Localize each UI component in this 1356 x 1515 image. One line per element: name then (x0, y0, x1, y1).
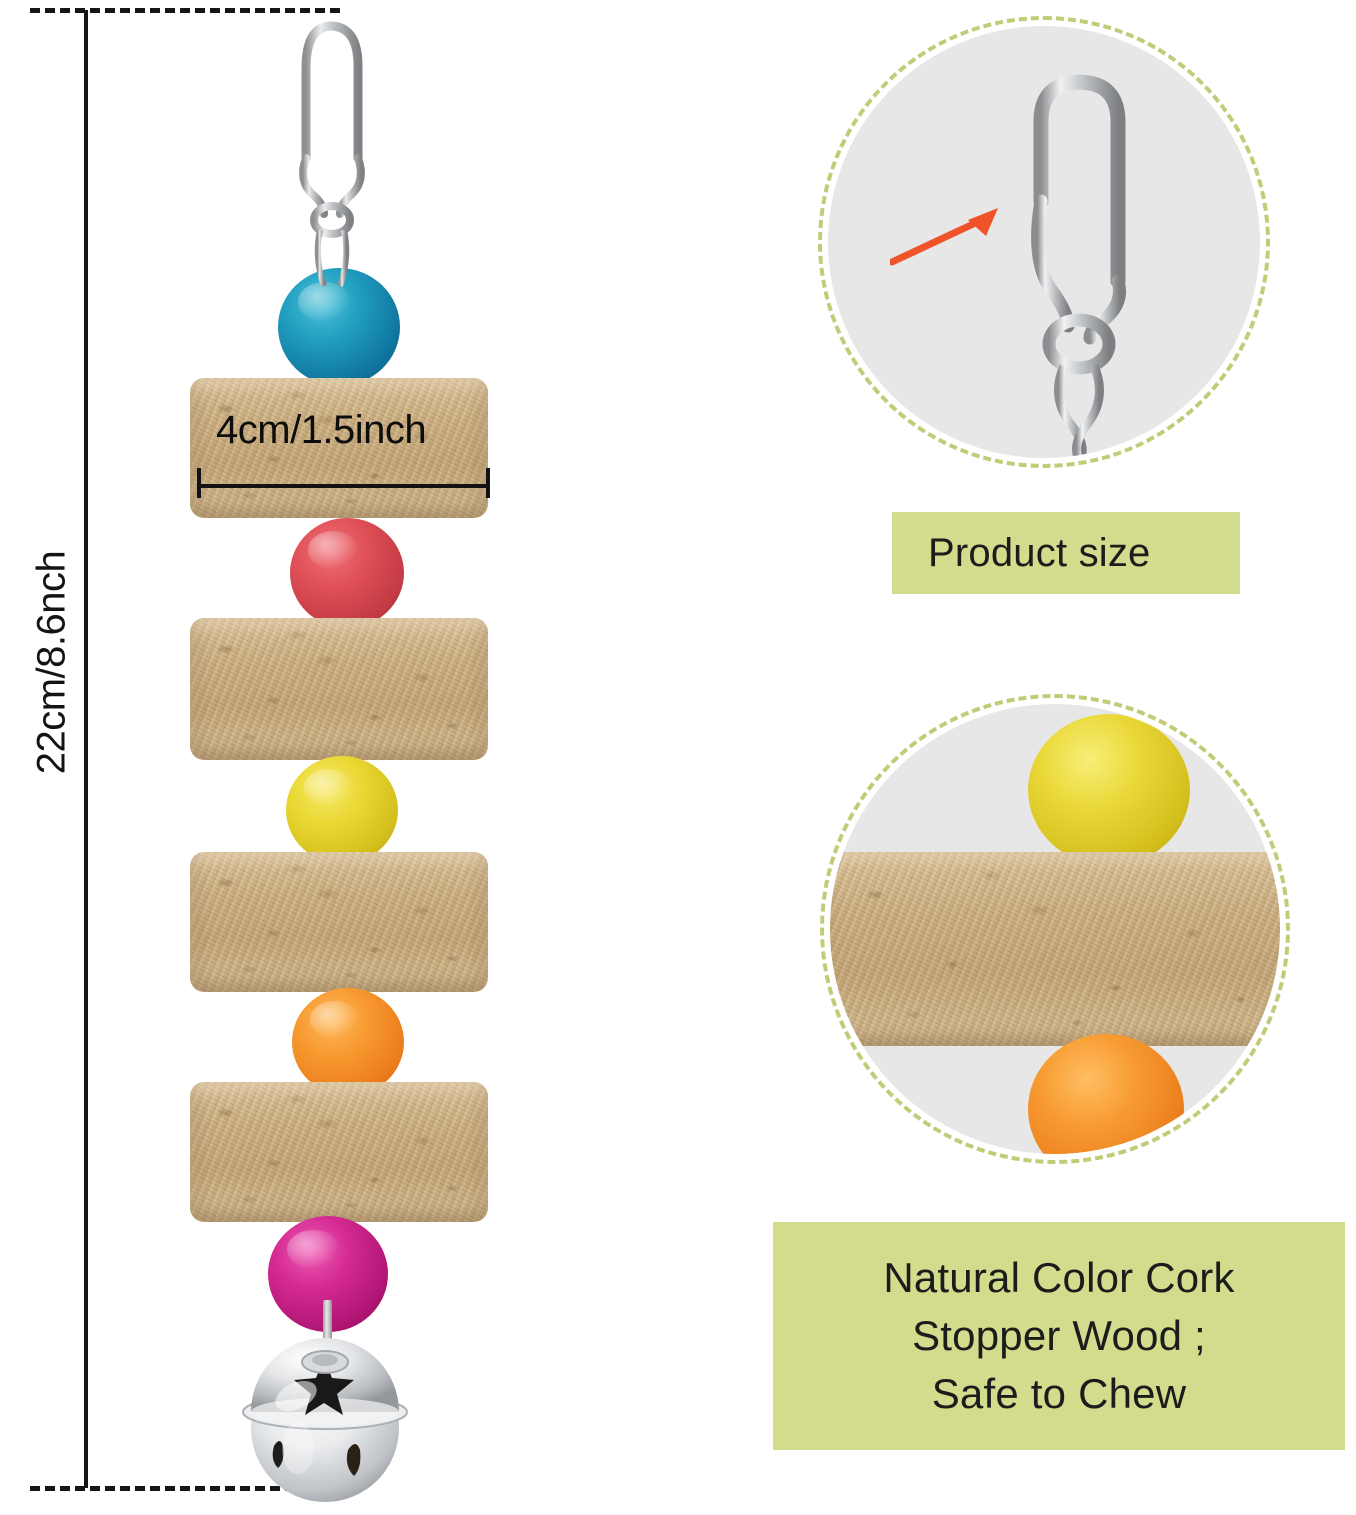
bead-yellow (286, 756, 398, 864)
cork-block-1 (190, 378, 488, 518)
height-dimension-line (84, 10, 88, 1488)
feature-line-3: Safe to Chew (931, 1369, 1187, 1417)
closeup-cork-block (830, 852, 1280, 1046)
cork-block-2 (190, 618, 488, 760)
product-size-caption-box: Product size (892, 512, 1240, 594)
cork-block-3 (190, 852, 488, 992)
closeup-bead-yellow (1028, 714, 1190, 866)
feature-line-2: Stopper Wood ; (912, 1312, 1206, 1360)
bead-orange (292, 988, 404, 1096)
width-dimension-cap-left (197, 468, 201, 498)
width-dimension-label: 4cm/1.5inch (216, 408, 427, 452)
height-dimension-top-tick (30, 8, 340, 13)
width-dimension-line (197, 484, 490, 488)
detail-panel: Product size Natural Color Cork Stopper … (760, 0, 1356, 1500)
hook-closeup-background (828, 26, 1260, 458)
product-size-panel: 22cm/8.6nch (29, 0, 570, 1502)
cork-block-4 (190, 1082, 488, 1222)
height-dimension-label: 22cm/8.6nch (29, 550, 74, 775)
bead-blue (278, 268, 400, 386)
jingle-bell-icon (212, 1300, 438, 1515)
cork-closeup-background (830, 704, 1280, 1154)
width-dimension-cap-right (486, 468, 490, 498)
feature-line-1: Natural Color Cork (883, 1254, 1235, 1302)
height-dimension-bottom-tick (30, 1486, 340, 1491)
product-stack-image: 4cm/1.5inch (150, 0, 570, 1502)
cork-closeup-inset (820, 694, 1290, 1164)
connector-rod (323, 1300, 332, 1364)
spring-hook-clasp-icon (268, 8, 388, 293)
bead-red (290, 518, 404, 628)
hook-closeup-inset (818, 16, 1270, 468)
closeup-bead-orange (1028, 1034, 1184, 1154)
product-size-caption-label: Product size (928, 530, 1151, 575)
feature-caption-box: Natural Color Cork Stopper Wood ; Safe t… (773, 1222, 1345, 1450)
